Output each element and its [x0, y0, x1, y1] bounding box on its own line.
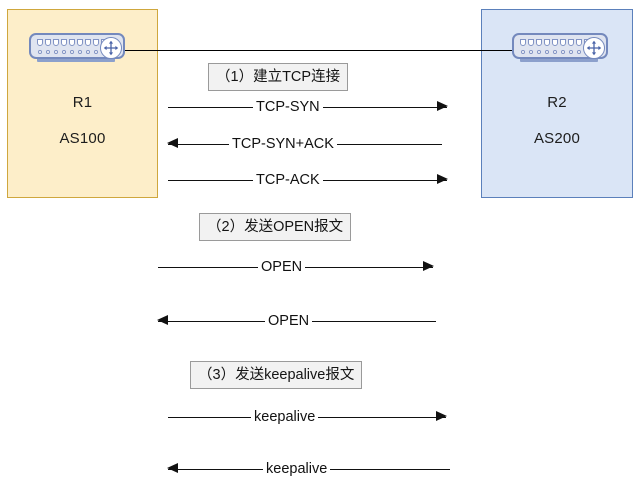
router-icon-right[interactable]: [512, 33, 608, 65]
arrow-head-left-icon: [167, 463, 178, 473]
message-arrow-open-in: OPEN: [157, 310, 436, 332]
arrow-head-left-icon: [157, 315, 168, 325]
message-arrow-tcp-syn: TCP-SYN: [168, 96, 448, 118]
router-four-way-arrow-icon: [100, 37, 122, 59]
message-label: TCP-SYN+ACK: [229, 133, 337, 155]
node-label-r1: R1: [72, 94, 93, 111]
router-base-icon: [37, 57, 115, 62]
arrow-head-right-icon: [423, 261, 434, 271]
router-ports-top-icon: [520, 39, 590, 46]
message-arrow-open-out: OPEN: [158, 256, 434, 278]
node-asn-as100: AS100: [59, 130, 106, 147]
router-ports-top-icon: [37, 39, 107, 46]
router-four-way-arrow-icon: [583, 37, 605, 59]
node-asn-as200: AS200: [533, 130, 581, 147]
message-label: OPEN: [258, 256, 306, 278]
router-ports-bottom-icon: [521, 50, 589, 54]
node-label-r2: R2: [547, 94, 567, 111]
router-chassis-icon: [512, 33, 608, 59]
arrow-head-left-icon: [167, 138, 178, 148]
message-label: TCP-SYN: [253, 96, 323, 118]
message-arrow-keepalive-in: keepalive: [167, 458, 450, 480]
message-arrow-tcp-ack: TCP-ACK: [168, 169, 448, 191]
step-caption-1: （1）建立TCP连接: [208, 63, 349, 91]
message-arrow-keepalive-out: keepalive: [168, 406, 447, 428]
router-base-icon: [520, 57, 598, 62]
message-label: keepalive: [251, 406, 319, 428]
message-label: TCP-ACK: [253, 169, 323, 191]
message-label: keepalive: [263, 458, 331, 480]
arrow-head-right-icon: [437, 101, 448, 111]
step-caption-3: （3）发送keepalive报文: [190, 361, 363, 389]
step-caption-2: （2）发送OPEN报文: [199, 213, 352, 241]
router-chassis-icon: [29, 33, 125, 59]
message-arrow-tcp-syn-ack: TCP-SYN+ACK: [167, 133, 442, 155]
router-link-line: [125, 50, 513, 51]
router-icon-left[interactable]: [29, 33, 125, 65]
arrow-head-right-icon: [437, 174, 448, 184]
router-ports-bottom-icon: [38, 50, 106, 54]
arrow-head-right-icon: [436, 411, 447, 421]
message-label: OPEN: [265, 310, 313, 332]
